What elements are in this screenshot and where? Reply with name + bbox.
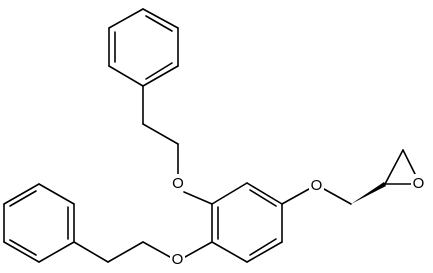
atom-o-bottom: O xyxy=(170,250,185,268)
atom-o-glycidyl: O xyxy=(309,176,324,194)
bond xyxy=(142,8,179,29)
bond-o-bottom-to-ch2 xyxy=(142,241,171,258)
bond xyxy=(402,149,416,175)
central-benzene-ring xyxy=(211,182,283,263)
bond xyxy=(246,241,283,263)
oxygen-label: O xyxy=(413,175,425,192)
bond xyxy=(211,182,248,205)
bond xyxy=(73,241,109,263)
bond xyxy=(3,183,40,205)
aromatic-inner-bond xyxy=(249,238,277,256)
aromatic-inner-bond xyxy=(145,15,173,32)
epoxide-ring xyxy=(384,149,416,185)
bond xyxy=(38,183,75,205)
bond xyxy=(38,241,75,263)
bottom-phenyl-ring xyxy=(3,183,75,263)
bond-o-top-to-ring xyxy=(183,191,213,205)
bond xyxy=(211,241,248,263)
oxygen-label: O xyxy=(172,175,184,192)
atom-o-epoxide: O xyxy=(411,174,426,192)
oxygen-label: O xyxy=(172,251,184,268)
bond xyxy=(384,149,404,185)
bottom-ethyl-linker xyxy=(73,241,213,263)
aromatic-inner-bond xyxy=(249,189,277,207)
bond xyxy=(3,241,40,263)
top-ethyl-linker xyxy=(142,85,213,205)
oxygen-label: O xyxy=(311,177,323,194)
wedge-bond-stereo xyxy=(351,182,386,204)
bond-ring-to-o-bottom xyxy=(184,241,213,258)
bond-o-right-to-ch2 xyxy=(323,188,352,205)
top-phenyl-ring xyxy=(108,8,179,87)
aromatic-inner-bond xyxy=(9,190,37,207)
bond xyxy=(246,182,283,205)
bond-ring-to-o-right xyxy=(281,188,310,205)
bond xyxy=(108,8,144,29)
atom-o-top: O xyxy=(171,174,185,192)
aromatic-inner-bond xyxy=(145,62,173,80)
bond xyxy=(108,65,144,87)
bond xyxy=(142,65,179,87)
glycidyl-ether-chain xyxy=(281,182,386,205)
bond xyxy=(107,241,144,263)
aromatic-inner-bond xyxy=(9,239,37,256)
bond xyxy=(142,123,179,145)
